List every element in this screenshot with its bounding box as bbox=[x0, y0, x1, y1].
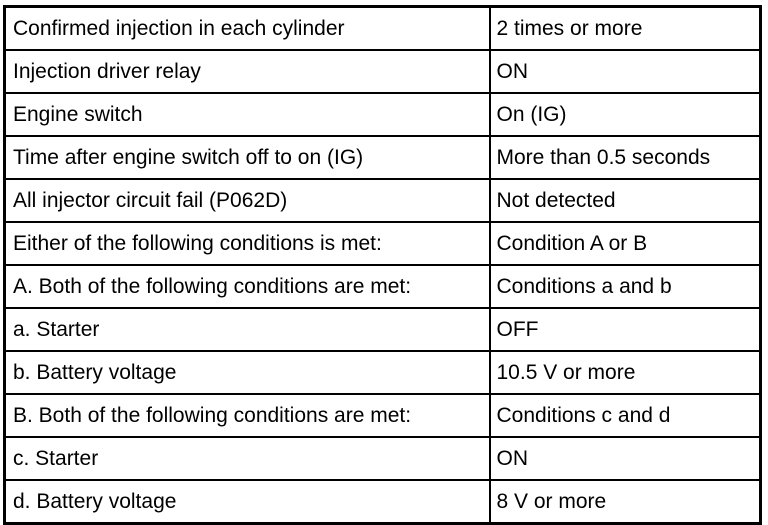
condition-item: Confirmed injection in each cylinder bbox=[3, 5, 491, 51]
condition-value: Conditions a and b bbox=[488, 264, 762, 309]
condition-item: All injector circuit fail (P062D) bbox=[3, 178, 491, 223]
table-row: Either of the following conditions is me… bbox=[3, 221, 762, 266]
table-row: Engine switch On (IG) bbox=[3, 92, 762, 137]
table-row: Time after engine switch off to on (IG) … bbox=[3, 135, 762, 180]
table-row: c. Starter ON bbox=[3, 436, 762, 481]
condition-value: ON bbox=[488, 49, 762, 94]
condition-value: 8 V or more bbox=[488, 479, 762, 525]
condition-item: Engine switch bbox=[3, 92, 491, 137]
condition-item: b. Battery voltage bbox=[3, 350, 491, 395]
condition-value: Not detected bbox=[488, 178, 762, 223]
condition-value: On (IG) bbox=[488, 92, 762, 137]
condition-value: ON bbox=[488, 436, 762, 481]
condition-item: a. Starter bbox=[3, 307, 491, 352]
condition-value: OFF bbox=[488, 307, 762, 352]
table-row: Injection driver relay ON bbox=[3, 49, 762, 94]
condition-item: c. Starter bbox=[3, 436, 491, 481]
condition-item: Injection driver relay bbox=[3, 49, 491, 94]
table-row: A. Both of the following conditions are … bbox=[3, 264, 762, 309]
condition-value: 10.5 V or more bbox=[488, 350, 762, 395]
table-row: b. Battery voltage 10.5 V or more bbox=[3, 350, 762, 395]
table-row: d. Battery voltage 8 V or more bbox=[3, 479, 762, 525]
condition-value: Condition A or B bbox=[488, 221, 762, 266]
table-row: a. Starter OFF bbox=[3, 307, 762, 352]
condition-item: Either of the following conditions is me… bbox=[3, 221, 491, 266]
table-row: B. Both of the following conditions are … bbox=[3, 393, 762, 438]
condition-value: Conditions c and d bbox=[488, 393, 762, 438]
condition-item: A. Both of the following conditions are … bbox=[3, 264, 491, 309]
condition-value: More than 0.5 seconds bbox=[488, 135, 762, 180]
condition-item: d. Battery voltage bbox=[3, 479, 491, 525]
condition-item: Time after engine switch off to on (IG) bbox=[3, 135, 491, 180]
condition-item: B. Both of the following conditions are … bbox=[3, 393, 491, 438]
table-row: Confirmed injection in each cylinder 2 t… bbox=[3, 5, 762, 51]
table-row: All injector circuit fail (P062D) Not de… bbox=[3, 178, 762, 223]
conditions-table: Confirmed injection in each cylinder 2 t… bbox=[3, 5, 762, 525]
condition-value: 2 times or more bbox=[488, 5, 762, 51]
